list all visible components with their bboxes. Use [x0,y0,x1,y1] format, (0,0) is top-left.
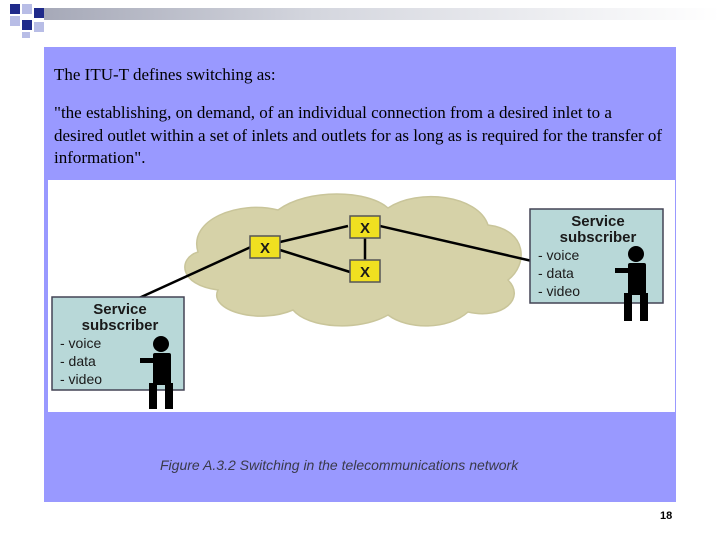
subscriber-right-title-1: Service [571,213,624,230]
person-icon [615,246,648,321]
switch-a: X [249,235,281,259]
subscriber-left-title-2: subscriber [82,317,159,334]
figure-caption: Figure A.3.2 Switching in the telecommun… [160,457,519,473]
link-switch-a-b [279,224,349,244]
intro-text: The ITU-T defines switching as: [54,65,276,84]
subscriber-left-title-1: Service [93,301,146,318]
switch-b: X [349,215,381,239]
subscriber-right: Service subscriber - voice - data - vide… [529,208,664,321]
page-number: 18 [660,510,673,522]
subscriber-left: Service subscriber - voice - data - vide… [51,296,185,409]
switching-network-figure: X X X Service subscriber - voice - data … [48,180,675,412]
subscriber-right-item-data: - data [538,265,574,281]
switch-c-symbol: X [360,264,370,281]
itu-definition-quote: "the establishing, on demand, of an indi… [54,103,663,167]
network-diagram: X X X Service subscriber - voice - data … [51,193,664,409]
title-gradient-bar [44,8,720,20]
subscriber-left-item-data: - data [60,353,96,369]
switch-c: X [349,259,381,283]
link-switch-a-c [279,248,351,274]
subscriber-right-item-voice: - voice [538,247,579,263]
person-icon [140,336,173,409]
switch-a-symbol: X [260,240,270,257]
decorative-square-pattern [0,0,720,40]
switch-b-symbol: X [360,220,370,237]
subscriber-left-item-voice: - voice [60,335,101,351]
subscriber-right-title-2: subscriber [560,229,637,246]
subscriber-right-item-video: - video [538,283,580,299]
subscriber-left-item-video: - video [60,371,102,387]
link-right-subscriber [379,224,533,263]
